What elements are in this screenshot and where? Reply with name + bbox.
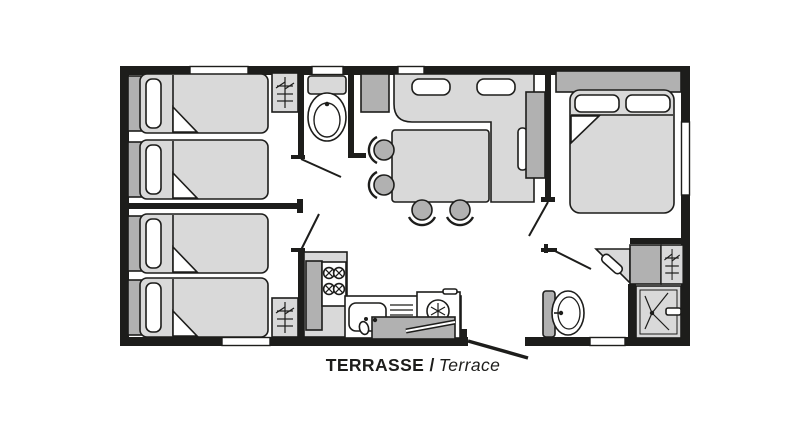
terrace-label-french: TERRASSE / xyxy=(325,355,435,375)
single-bed-icon xyxy=(127,139,269,200)
window-icon xyxy=(221,336,271,347)
wc xyxy=(307,75,347,142)
door-shower-room xyxy=(554,250,592,270)
door-master-bedroom xyxy=(528,201,549,237)
window-icon xyxy=(589,336,626,347)
master-bedroom xyxy=(555,70,682,214)
toilet-icon xyxy=(307,92,347,142)
window-icon xyxy=(311,65,344,76)
double-bed-icon xyxy=(569,89,675,214)
corner-sofa-icon xyxy=(393,73,535,203)
living-dining xyxy=(360,73,546,227)
sofa-cushion-icon xyxy=(476,78,516,96)
sofa-cushion-icon xyxy=(411,78,451,96)
dining-table-icon xyxy=(391,129,490,203)
terrace-label: TERRASSE /Terrace xyxy=(13,355,800,376)
cistern-icon xyxy=(307,75,347,95)
burner-icon xyxy=(322,266,336,280)
washbasin-icon xyxy=(551,290,585,336)
tv-cabinet-icon xyxy=(525,91,546,179)
wardrobe-icon xyxy=(660,244,684,285)
door-bedroom-1 xyxy=(300,158,342,178)
burner-icon xyxy=(332,282,346,296)
pillow-icon xyxy=(574,94,620,113)
burner-icon xyxy=(332,266,346,280)
door-swings xyxy=(300,158,592,360)
windows xyxy=(189,65,691,347)
entrance-door xyxy=(467,339,529,360)
shower-room xyxy=(542,244,684,339)
tall-cabinet-icon xyxy=(360,73,390,113)
headboard-shelf xyxy=(555,70,682,93)
single-bed-icon xyxy=(127,73,269,134)
door-bedroom-2 xyxy=(300,213,320,251)
wardrobe-icon xyxy=(271,72,299,113)
kitchen xyxy=(303,251,462,340)
bathroom-cabinet-icon xyxy=(629,244,662,285)
pillow-icon xyxy=(625,94,671,113)
faucet-icon xyxy=(358,320,370,336)
burner-icon xyxy=(322,282,336,296)
interior-walls xyxy=(124,70,690,342)
terrace-label-english: Terrace xyxy=(438,355,501,375)
single-bed-icon xyxy=(127,277,269,338)
window-icon xyxy=(680,121,691,196)
wardrobe-icon xyxy=(271,297,299,338)
single-bed-icon xyxy=(127,213,269,274)
